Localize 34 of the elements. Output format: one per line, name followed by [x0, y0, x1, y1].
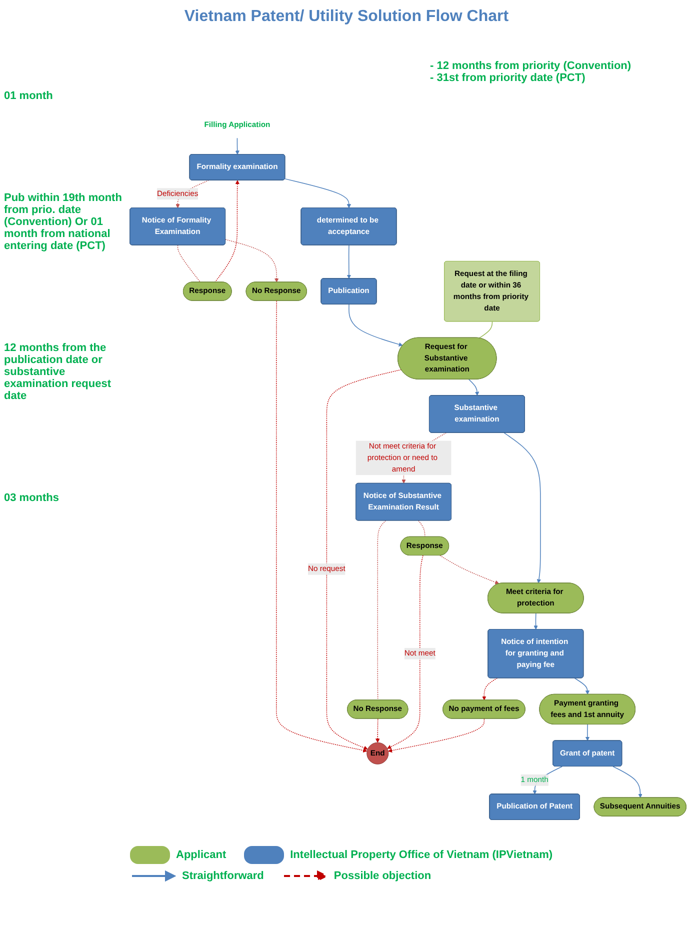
arrow: [534, 612, 538, 630]
arrow: [482, 678, 498, 700]
arrow: [468, 378, 480, 396]
arrow: [214, 180, 240, 283]
legend-label: Intellectual Property Office of Vietnam (IPVietnam): [290, 849, 553, 861]
arrow: [504, 432, 542, 584]
arrow: [440, 555, 500, 584]
arrow: [348, 304, 403, 346]
connector: [377, 520, 386, 701]
time-limit-note: - 12 months from priority (Convention): [430, 60, 632, 72]
arrow: [388, 718, 485, 753]
chart-title: Vietnam Patent/ Utility Solution Flow Chart: [183, 8, 510, 26]
arrow: [612, 766, 642, 798]
arrow: [387, 555, 424, 749]
connector: [177, 244, 201, 283]
legend-label: Applicant: [176, 849, 226, 861]
legend-label: Possible objection: [334, 870, 432, 882]
connector: [478, 321, 493, 338]
time-limit-note: - 31st from priority date (PCT): [430, 72, 586, 84]
arrow: [376, 718, 380, 743]
duration-note: 03 months: [4, 492, 60, 504]
arrow: [225, 239, 279, 282]
duration-note: 01 month: [4, 90, 54, 102]
duration-note: Pub within 19th month from prio. date (Convention) Or 01 month from national entering date (PCT): [4, 192, 123, 252]
arrow: [585, 724, 590, 741]
connector: [418, 520, 426, 538]
arrow: [276, 300, 368, 752]
legend-label: Straightforward: [182, 870, 264, 882]
arrow: [284, 178, 352, 208]
arrow: [346, 244, 352, 279]
arrow: [574, 678, 590, 695]
arrow: [326, 369, 402, 750]
duration-note: 12 months from the publication date or substantive examination request date: [4, 342, 112, 402]
arrow: [235, 138, 240, 155]
